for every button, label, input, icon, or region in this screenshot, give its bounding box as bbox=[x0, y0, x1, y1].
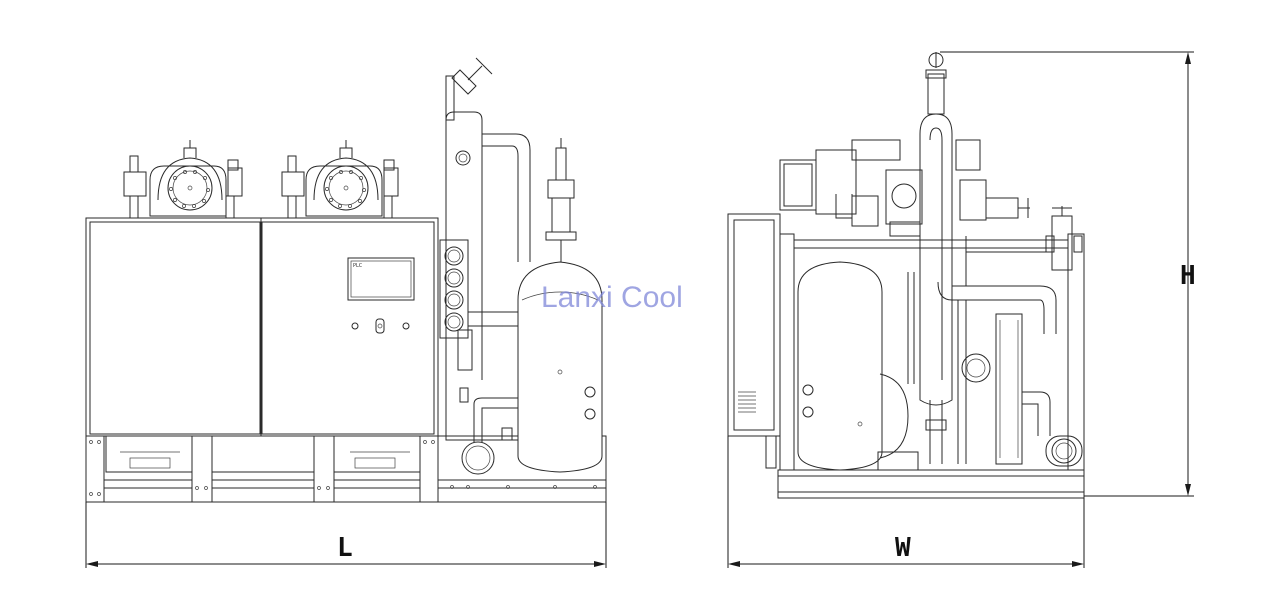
side-receiver bbox=[797, 261, 883, 471]
watermark: Lanxi Cool bbox=[541, 281, 683, 314]
side-view bbox=[727, 52, 1085, 499]
liquid-receiver bbox=[517, 138, 603, 473]
plc-screen bbox=[347, 257, 415, 301]
side-heat-exchanger bbox=[907, 272, 1083, 467]
dimension-label-length: L bbox=[337, 533, 353, 563]
panel-button bbox=[402, 322, 410, 330]
compressor-2 bbox=[281, 140, 399, 219]
dimension-label-height: H bbox=[1180, 261, 1196, 291]
dimension-height bbox=[940, 51, 1194, 497]
gauge-icon bbox=[444, 246, 464, 266]
dimension-length bbox=[85, 502, 607, 568]
gauge-icon bbox=[444, 268, 464, 288]
pressure-gauges bbox=[439, 239, 469, 339]
front-lower-housings bbox=[105, 435, 421, 473]
dimension-width bbox=[727, 436, 1085, 568]
dimension-label-width: W bbox=[895, 533, 911, 563]
side-electrical-box bbox=[727, 213, 781, 469]
side-compressor bbox=[877, 373, 919, 471]
electrical-cabinet: PLC bbox=[85, 217, 439, 437]
side-base-frame bbox=[777, 469, 1085, 499]
plc-screen-label: PLC bbox=[353, 263, 363, 269]
panel-button bbox=[351, 322, 359, 330]
gauge-icon bbox=[444, 312, 464, 332]
compressor-1 bbox=[123, 140, 243, 219]
front-view: PLC bbox=[85, 57, 607, 503]
gauge-icon bbox=[444, 290, 464, 310]
panel-switch bbox=[375, 318, 385, 334]
side-piping bbox=[779, 52, 1083, 406]
